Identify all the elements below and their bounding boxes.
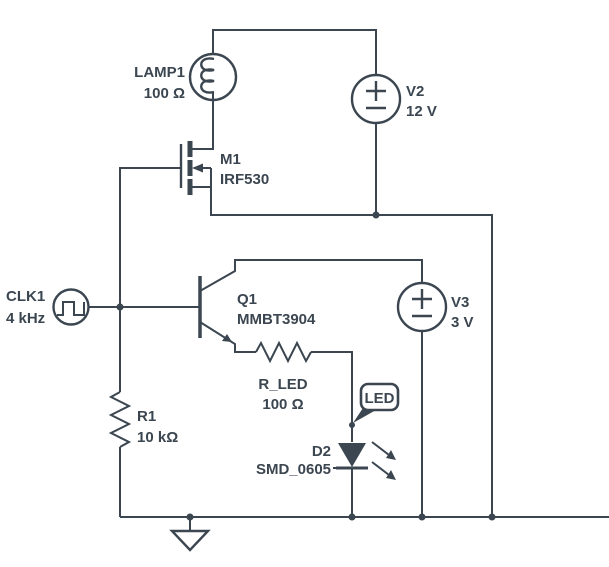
square-wave-icon [57,301,85,316]
q1-value-label: MMBT3904 [237,311,316,328]
wire-top-rail [212,29,377,75]
m1-value-label: IRF530 [220,171,269,188]
callout-anchor-dot [349,422,355,428]
v3-body [396,281,448,333]
wire-rled-to-d2 [311,351,353,442]
wire-gate-net [119,167,180,392]
rled-zigzag [255,340,312,364]
led-callout: LED [349,382,400,428]
clk-body [52,288,90,326]
wire-source-net [191,168,493,517]
light-arrow-1 [371,441,390,456]
voltage-source-v2-symbol: V2 12 V [350,73,437,125]
led-anode-triangle [338,443,366,467]
r1-ref-label: R1 [137,408,156,425]
junction-dot [348,513,356,521]
led-callout-label: LED [365,390,395,407]
mosfet-body-arrow-icon [192,163,203,173]
junction-dot [372,211,380,219]
callout-bubble [359,382,400,412]
v3-plus-icon [412,289,432,309]
v2-ref-label: V2 [406,83,424,100]
junction-dots [116,211,496,521]
q1-ref-label: Q1 [237,291,257,308]
lamp-symbol: LAMP1 100 Ω [134,52,238,102]
light-arrow-2 [371,461,390,476]
resistor-r1-symbol: R1 10 kΩ [108,391,178,448]
ground-symbol [169,517,211,552]
clk1-value-label: 4 kHz [6,310,45,327]
lamp-body [188,52,238,102]
r1-value-label: 10 kΩ [137,429,178,446]
mosfet-symbol: M1 IRF530 [179,141,269,195]
npn-transistor-symbol: Q1 MMBT3904 [198,276,316,342]
lamp-filament-coil [200,57,215,94]
lamp1-value-label: 100 Ω [144,85,185,102]
light-emission-arrows [371,441,396,480]
d2-ref-label: D2 [312,443,331,460]
r1-zigzag [108,391,132,448]
lamp1-ref-label: LAMP1 [134,64,185,81]
junction-dot [418,513,426,521]
bjt-emitter-arrow-icon [222,334,232,342]
v3-ref-label: V3 [451,294,469,311]
callout-tail [353,408,376,423]
clock-source-symbol: CLK1 4 kHz [6,288,90,327]
wire-emitter [199,321,256,353]
wire-collector-to-v3 [199,259,423,292]
light-arrow-2-head [386,470,396,480]
d2-value-label: SMD_0605 [256,461,331,478]
voltage-source-v3-symbol: V3 3 V [396,281,474,333]
junction-dot [488,513,496,521]
v2-value-label: 12 V [406,103,437,120]
v3-value-label: 3 V [451,314,474,331]
light-arrow-1-head [386,450,396,460]
clk1-ref-label: CLK1 [6,288,45,305]
rled-value-label: 100 Ω [262,396,303,413]
junction-dot [116,303,124,311]
rled-ref-label: R_LED [258,376,307,393]
junction-dot [186,513,194,521]
v2-plus-icon [366,81,386,101]
led-symbol: D2 SMD_0605 [256,441,396,480]
wire-lamp-to-drain [191,92,214,150]
v2-body [350,73,402,125]
ground-triangle-icon [169,529,211,552]
resistor-rled-symbol: R_LED 100 Ω [255,340,312,413]
m1-ref-label: M1 [220,151,241,168]
wires [89,29,609,518]
